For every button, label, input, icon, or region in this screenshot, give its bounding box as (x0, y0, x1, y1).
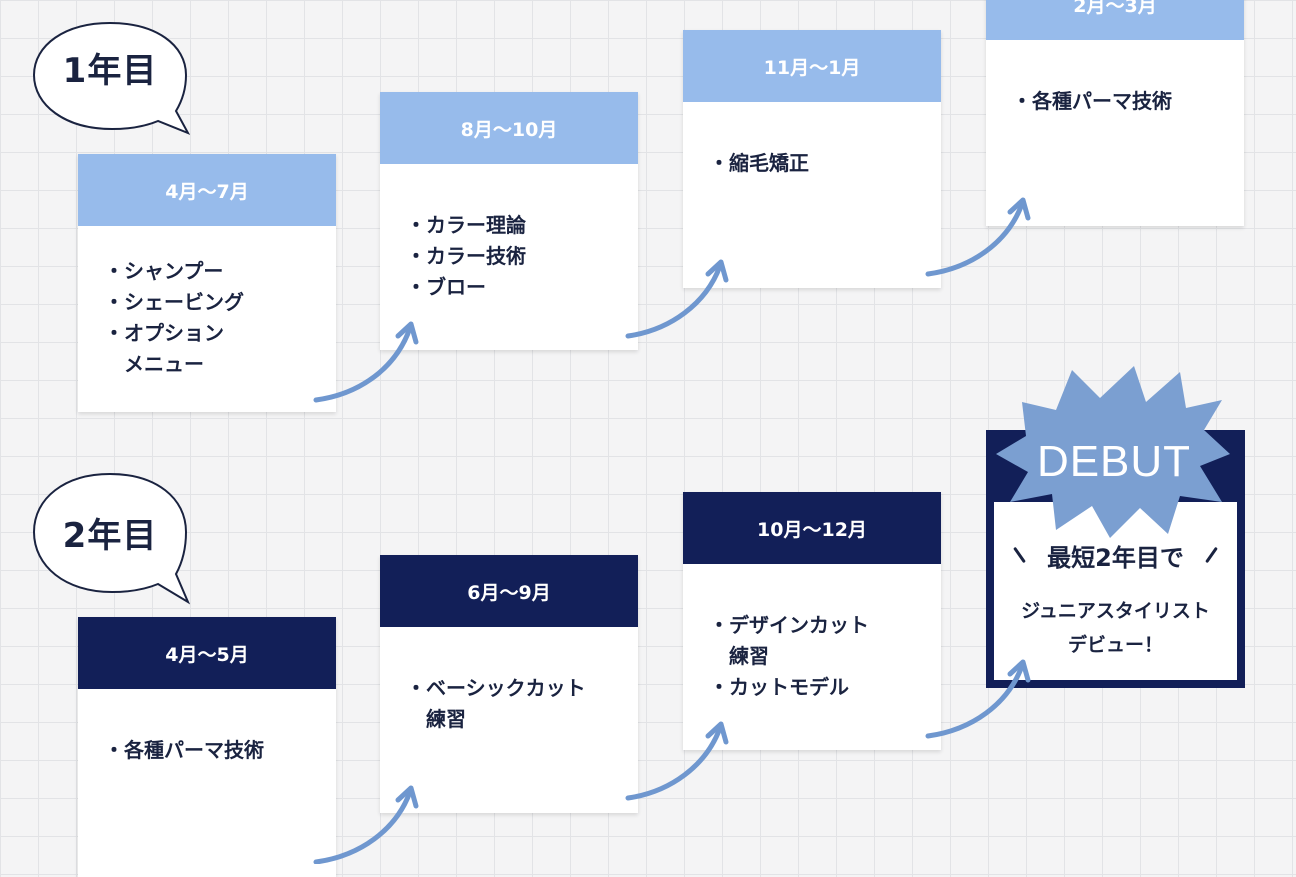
list-item: ・各種パーマ技術 (1012, 89, 1172, 113)
card-period: 10月～12月 (683, 492, 941, 564)
list-item: ・カラー技術 (406, 244, 526, 268)
year2-label: 2年目 (62, 515, 158, 556)
card-body: ・各種パーマ技術 (986, 40, 1244, 137)
list-item: ・シャンプー (104, 259, 224, 283)
list-item: ・各種パーマ技術 (104, 738, 264, 762)
card-body: ・カラー理論 ・カラー技術 ・ブロー (380, 164, 638, 323)
year2-card-2: 6月～9月 ・ベーシックカット 練習 (380, 555, 638, 813)
card-period: 8月～10月 (380, 92, 638, 164)
card-period: 4月～7月 (78, 154, 336, 226)
card-period: 4月～5月 (78, 617, 336, 689)
card-body: ・シャンプー ・シェービング ・オプション メニュー (78, 226, 336, 400)
speech-bubble-icon (32, 21, 191, 135)
debut-card-body: 最短2年目で ジュニアスタイリスト デビュー！ (994, 502, 1237, 680)
card-body: ・ベーシックカット 練習 (380, 627, 638, 755)
card-body: ・各種パーマ技術 (78, 689, 336, 786)
card-period: 6月～9月 (380, 555, 638, 627)
list-item: ・ベーシックカット 練習 (406, 676, 586, 731)
list-item: ・オプション メニュー (104, 321, 224, 376)
arrow-icon (313, 785, 419, 864)
card-body: ・縮毛矯正 (683, 102, 941, 199)
arrow-icon (925, 659, 1031, 739)
list-item: ・シェービング (104, 290, 244, 314)
list-item: ・カラー理論 (406, 213, 526, 237)
debut-badge-text: DEBUT (1036, 437, 1192, 486)
debut-subtext: ジュニアスタイリスト デビュー！ (1021, 600, 1210, 656)
list-item: ・デザインカット 練習 (709, 613, 869, 668)
arrow-icon (925, 197, 1031, 277)
year2-card-1: 4月～5月 ・各種パーマ技術 (78, 617, 336, 877)
arrow-icon (625, 259, 729, 339)
card-period: 2月～3月 (986, 0, 1244, 40)
arrow-icon (625, 721, 729, 801)
card-period: 11月～1月 (683, 30, 941, 102)
card-body: ・デザインカット 練習 ・カットモデル (683, 564, 941, 723)
year1-card-2: 8月～10月 ・カラー理論 ・カラー技術 ・ブロー (380, 92, 638, 350)
list-item: ・ブロー (406, 275, 486, 299)
year2-card-3: 10月～12月 ・デザインカット 練習 ・カットモデル (683, 492, 941, 750)
year1-card-1: 4月～7月 ・シャンプー ・シェービング ・オプション メニュー (78, 154, 336, 412)
debut-headline: 最短2年目で (1047, 544, 1184, 572)
list-item: ・カットモデル (709, 675, 849, 699)
year1-card-3: 11月～1月 ・縮毛矯正 (683, 30, 941, 288)
year2-bubble: 2年目 (30, 468, 191, 606)
list-item: ・縮毛矯正 (709, 151, 809, 175)
year1-label: 1年目 (62, 50, 158, 91)
arrow-icon (313, 321, 419, 403)
speech-bubble-icon (32, 472, 191, 605)
year1-bubble: 1年目 (30, 15, 191, 135)
burst-badge-icon (996, 366, 1230, 538)
year1-card-4: 2月～3月 ・各種パーマ技術 (986, 0, 1244, 226)
